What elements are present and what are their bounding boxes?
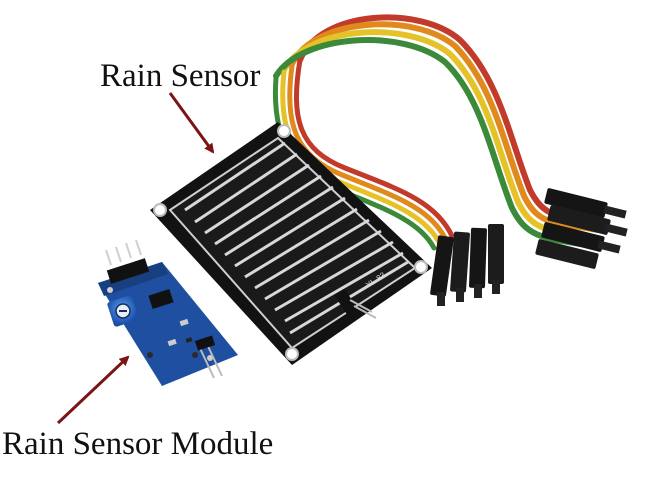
sensor-traces [184, 141, 409, 335]
mount-hole [277, 124, 291, 138]
mount-hole [153, 203, 167, 217]
wire-lower-red [293, 57, 455, 239]
mount-hole [414, 260, 428, 274]
rain-sensor-module-label: Rain Sensor Module [2, 426, 274, 462]
wire-red [297, 14, 603, 225]
wire-yellow [281, 29, 599, 241]
rain-sensor-module-arrow-icon [56, 355, 130, 425]
mount-hole [285, 347, 299, 361]
rain-sensor-label: Rain Sensor [100, 58, 261, 94]
wire-green [273, 37, 597, 249]
rain-sensor-arrow-icon [168, 92, 215, 154]
wire-lower-orange [287, 63, 449, 243]
wire-orange [289, 21, 601, 233]
rain-sensor-module [98, 239, 238, 386]
comparator-chip [148, 288, 174, 310]
dupont-connectors-front [430, 224, 504, 306]
rain-sensor-board: YL-83 [150, 122, 432, 365]
ribbon-cable [272, 14, 603, 251]
dupont-connectors-back [535, 188, 628, 269]
